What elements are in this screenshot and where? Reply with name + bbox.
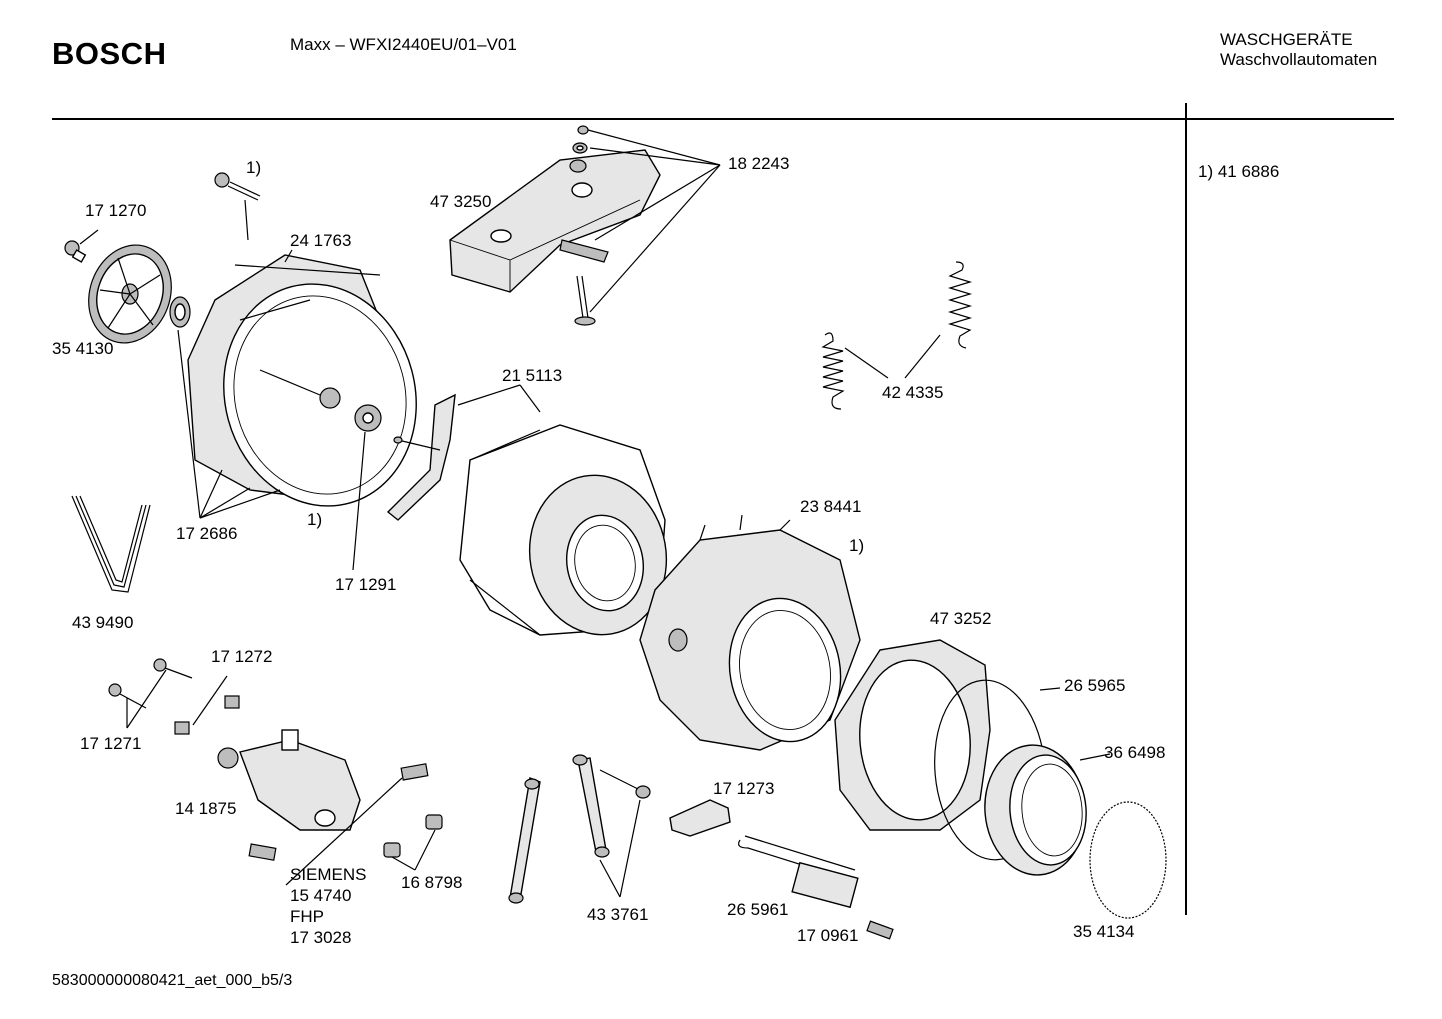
part-label-168798: 16 8798 bbox=[401, 873, 463, 892]
bosch-logo: BOSCH bbox=[52, 36, 167, 71]
part-label-354130: 35 4130 bbox=[52, 339, 114, 358]
part-label-141875: 14 1875 bbox=[175, 799, 237, 818]
part-label-171273: 17 1273 bbox=[713, 779, 775, 798]
screw-part-171270 bbox=[64, 240, 87, 263]
brand-label-siemens: SIEMENS bbox=[290, 865, 367, 884]
screw-parts-171271 bbox=[108, 658, 193, 709]
part-label-473250: 47 3250 bbox=[430, 192, 492, 211]
part-label-366498: 36 6498 bbox=[1104, 743, 1166, 762]
door-seal-part bbox=[984, 744, 1087, 876]
shock-absorber-parts bbox=[508, 754, 651, 904]
part-label-171270: 17 1270 bbox=[85, 201, 147, 220]
part-label-172686: 17 2686 bbox=[176, 524, 238, 543]
footnote-416886: 1) 41 6886 bbox=[1198, 162, 1280, 181]
heater-part bbox=[738, 835, 859, 909]
screw-part-top bbox=[214, 172, 261, 201]
part-label-173028: 17 3028 bbox=[290, 928, 352, 947]
category-title: WASCHGERÄTE bbox=[1220, 30, 1353, 49]
footnote-marker: 1) bbox=[307, 510, 323, 529]
footnote-marker: 1) bbox=[849, 536, 865, 555]
front-tub-part bbox=[639, 514, 861, 751]
part-label-433761: 43 3761 bbox=[587, 905, 649, 924]
model-title: Maxx – WFXI2440EU/01–V01 bbox=[290, 35, 517, 54]
part-label-170961: 17 0961 bbox=[797, 926, 859, 945]
clip-parts-171272 bbox=[174, 695, 240, 735]
bolt-part bbox=[574, 275, 596, 326]
part-label-354134: 35 4134 bbox=[1073, 922, 1135, 941]
motor-part bbox=[217, 729, 361, 831]
part-label-473252: 47 3252 bbox=[930, 609, 992, 628]
footnote-marker: 1) bbox=[246, 158, 262, 177]
category-subtitle: Waschvollautomaten bbox=[1220, 50, 1378, 69]
washer-parts bbox=[569, 125, 589, 173]
part-label-182243: 18 2243 bbox=[728, 154, 790, 173]
clamp-ring-part bbox=[1089, 801, 1167, 919]
brand-label-fhp: FHP bbox=[290, 907, 324, 926]
bearing-part bbox=[169, 296, 191, 328]
drum-part bbox=[459, 424, 668, 636]
part-label-265965: 26 5965 bbox=[1064, 676, 1126, 695]
leader-lines bbox=[79, 129, 1111, 898]
pulley-part bbox=[88, 244, 172, 344]
carbon-brush-parts bbox=[248, 763, 429, 861]
counterweight-front-part bbox=[834, 639, 991, 831]
part-label-215113: 21 5113 bbox=[502, 366, 563, 385]
part-label-171272: 17 1272 bbox=[211, 647, 273, 666]
ntc-sensor-part bbox=[866, 920, 894, 940]
rear-tub-part bbox=[187, 254, 417, 507]
part-label-171291: 17 1291 bbox=[335, 575, 397, 594]
spring-parts bbox=[821, 261, 973, 410]
part-label-265961: 26 5961 bbox=[727, 900, 789, 919]
part-label-241763: 24 1763 bbox=[290, 231, 352, 250]
part-label-154740: 15 4740 bbox=[290, 886, 352, 905]
counterweight-top-part bbox=[449, 149, 661, 293]
document-id: 583000000080421_aet_000_b5/3 bbox=[52, 972, 293, 989]
sensor-part bbox=[669, 799, 731, 837]
part-label-171271: 17 1271 bbox=[80, 734, 142, 753]
part-label-238441: 23 8441 bbox=[800, 497, 862, 516]
bushing-parts bbox=[383, 814, 443, 858]
spider-shaft-part bbox=[386, 393, 456, 521]
part-label-424335: 42 4335 bbox=[882, 383, 944, 402]
drive-belt-part bbox=[71, 495, 151, 593]
part-label-439490: 43 9490 bbox=[72, 613, 134, 632]
